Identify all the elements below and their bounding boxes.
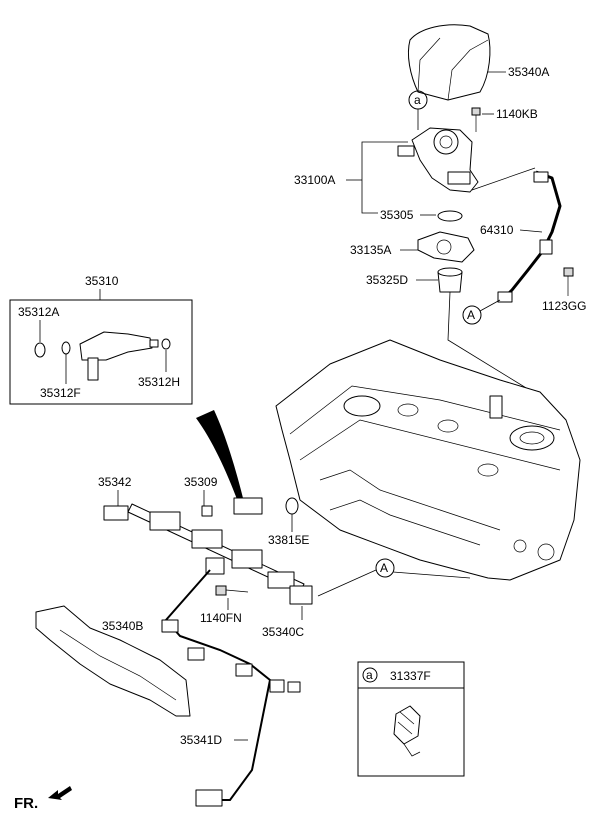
injector-part xyxy=(79,331,159,381)
bolt-1140fn-part xyxy=(215,585,249,596)
label-35341D: 35341D xyxy=(180,733,222,747)
label-35312A: 35312A xyxy=(18,305,59,319)
label-31337F: 31337F xyxy=(390,669,431,683)
label-35309: 35309 xyxy=(184,475,218,489)
callout-a-top: a xyxy=(408,90,428,130)
front-direction-label: FR. xyxy=(14,795,38,812)
bolt-1140kb-part xyxy=(471,107,481,132)
fuel-rail-part xyxy=(103,497,313,605)
pump-gasket-part xyxy=(417,231,475,263)
fuel-pipe-part xyxy=(471,167,562,303)
svg-text:A: A xyxy=(467,308,475,322)
svg-text:a: a xyxy=(414,93,421,107)
tappet-part xyxy=(437,267,463,293)
callout-A-pipe: A xyxy=(462,299,501,325)
label-35340A: 35340A xyxy=(508,65,549,79)
label-1140KB: 1140KB xyxy=(496,107,538,121)
bolt-1123gg-part xyxy=(563,267,574,296)
label-33135A: 33135A xyxy=(350,243,391,257)
rail-bracket-part xyxy=(35,605,191,717)
label-35340C: 35340C xyxy=(262,625,304,639)
injector-seal-a-part xyxy=(34,341,71,358)
o-ring-part xyxy=(437,210,463,222)
label-1123GG: 1123GG xyxy=(542,299,586,313)
label-1140FN: 1140FN xyxy=(200,611,242,625)
label-33815E: 33815E xyxy=(268,533,309,547)
label-35340B: 35340B xyxy=(102,619,143,633)
label-35312H: 35312H xyxy=(138,375,180,389)
label-35305: 35305 xyxy=(380,208,414,222)
label-35325D: 35325D xyxy=(366,273,408,287)
seal-33815e-part xyxy=(285,497,299,515)
clip-31337f-part xyxy=(393,705,421,757)
front-direction-arrow xyxy=(48,786,72,800)
injector-seal-h-part xyxy=(161,338,171,350)
svg-text:A: A xyxy=(380,561,388,575)
callout-A-rail: A xyxy=(317,558,471,597)
wiring-harness-part xyxy=(161,569,301,807)
svg-text:a: a xyxy=(366,668,373,682)
engine-cover-part xyxy=(407,24,491,101)
label-35342: 35342 xyxy=(98,475,132,489)
label-35310: 35310 xyxy=(85,274,119,288)
injector-kit-box xyxy=(9,299,193,405)
fuel-pump-part xyxy=(397,127,479,193)
pointer-arrow xyxy=(196,410,244,502)
label-35312F: 35312F xyxy=(40,386,81,400)
legend-box-31337f: a 31337F xyxy=(357,661,465,777)
cylinder-head-part xyxy=(275,339,581,581)
label-33100A: 33100A xyxy=(294,173,335,187)
label-64310: 64310 xyxy=(480,223,514,237)
